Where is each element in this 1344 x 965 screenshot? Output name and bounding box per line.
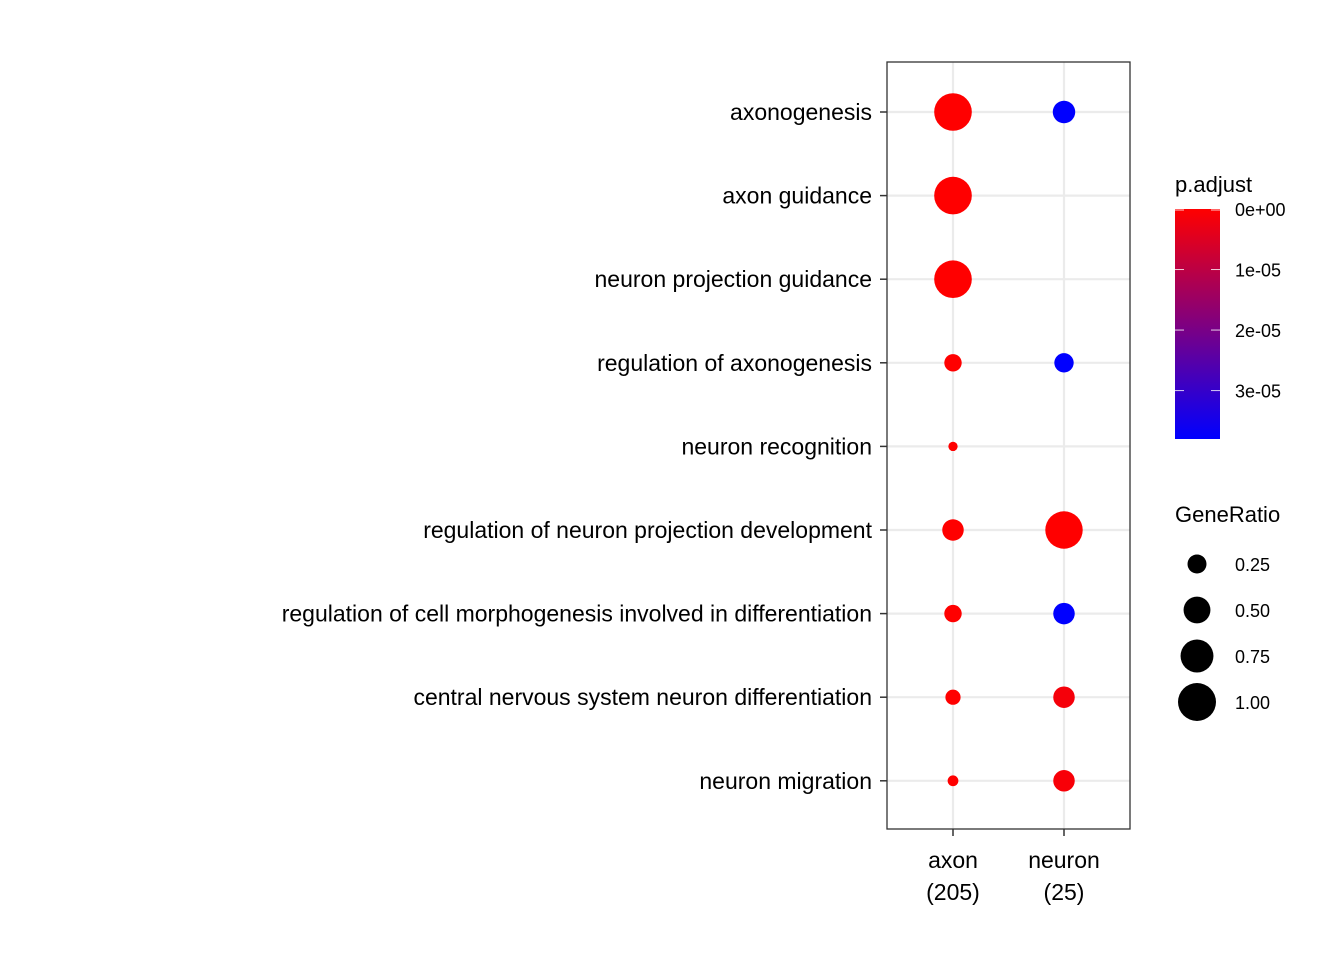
size-legend: GeneRatio 0.25 0.50 0.75 1.00 [1175, 502, 1280, 721]
color-legend-label: 3e-05 [1235, 382, 1281, 402]
x-tick-label: neuron(25) [1028, 847, 1100, 905]
data-point [1053, 602, 1075, 625]
data-point [944, 604, 962, 623]
y-tick-label: neuron migration [699, 768, 872, 794]
data-point [1045, 511, 1083, 549]
data-point [1054, 353, 1074, 373]
color-legend-label: 1e-05 [1235, 261, 1281, 281]
grid-lines [887, 62, 1130, 829]
size-legend-label: 0.25 [1235, 555, 1270, 575]
color-legend-title: p.adjust [1175, 172, 1252, 197]
color-legend-label: 0e+00 [1235, 200, 1286, 220]
y-tick-label: central nervous system neuron differenti… [413, 684, 872, 710]
y-tick-label: regulation of cell morphogenesis involve… [282, 601, 872, 627]
size-legend-label: 0.50 [1235, 601, 1270, 621]
size-legend-title: GeneRatio [1175, 502, 1280, 527]
data-point [1053, 770, 1075, 792]
size-legend-key [1187, 554, 1207, 574]
y-tick-label: regulation of axonogenesis [597, 350, 872, 376]
panel-border [886, 61, 1131, 830]
data-point [1052, 100, 1076, 124]
color-legend: p.adjust 0e+00 1e-05 2e-05 3e-05 [1175, 172, 1286, 439]
color-bar [1175, 209, 1220, 439]
size-legend-label: 1.00 [1235, 693, 1270, 713]
data-point [948, 441, 958, 452]
data-point [934, 176, 972, 215]
y-tick-label: neuron projection guidance [595, 266, 872, 292]
data-points [934, 93, 1083, 792]
data-point [945, 689, 961, 705]
size-legend-key [1180, 639, 1214, 673]
size-legend-key [1183, 596, 1211, 624]
x-tick-label: axon(205) [926, 847, 980, 905]
x-axis: axon(205) neuron(25) [926, 829, 1100, 905]
y-tick-label: neuron recognition [681, 433, 872, 459]
data-point [1053, 686, 1075, 708]
data-point [942, 519, 964, 541]
y-tick-label: axonogenesis [730, 99, 872, 125]
data-point [944, 354, 962, 372]
data-point [934, 260, 972, 299]
size-legend-label: 0.75 [1235, 647, 1270, 667]
y-tick-label: regulation of neuron projection developm… [423, 517, 872, 543]
y-tick-label: axon guidance [722, 183, 872, 209]
size-legend-key [1178, 683, 1216, 721]
data-point [947, 775, 959, 787]
y-axis: axonogenesis axon guidance neuron projecti… [282, 99, 887, 794]
data-point [934, 93, 972, 131]
color-legend-label: 2e-05 [1235, 321, 1281, 341]
